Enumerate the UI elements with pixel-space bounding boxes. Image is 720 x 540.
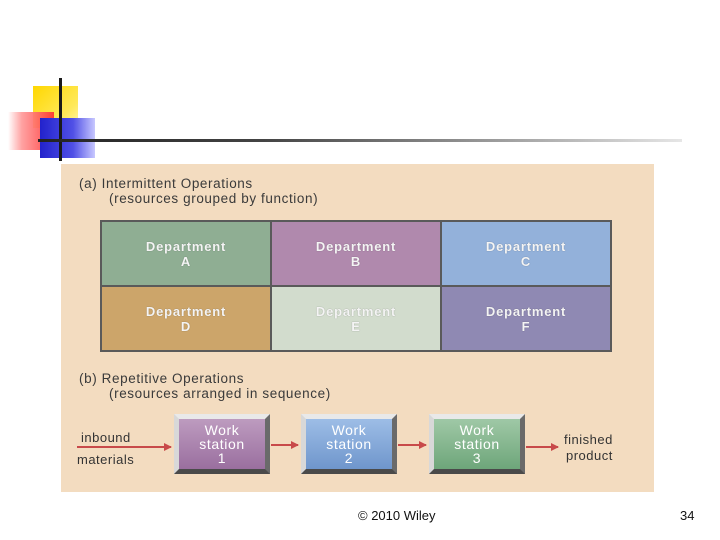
- decor-horizontal-rule: [38, 139, 682, 142]
- section-b-title: (b) Repetitive Operations: [79, 371, 245, 386]
- work-station-2: Work station 2: [301, 414, 397, 474]
- station-number: 2: [344, 450, 354, 466]
- page-number: 34: [680, 508, 695, 523]
- section-b-heading: (b) Repetitive Operations (resources arr…: [79, 371, 331, 401]
- department-grid: Department A Department B Department C D…: [100, 220, 612, 352]
- department-letter: C: [520, 253, 532, 269]
- department-letter: E: [351, 318, 361, 334]
- work-station-1: Work station 1: [174, 414, 270, 474]
- department-label: Department: [315, 238, 397, 254]
- section-a-subtitle: (resources grouped by function): [109, 191, 319, 206]
- department-label: Department: [145, 303, 227, 319]
- inbound-label-top: inbound: [81, 430, 131, 445]
- decor-vertical-line: [59, 78, 62, 161]
- station-word: Work: [459, 422, 495, 438]
- department-a: Department A: [102, 222, 270, 285]
- copyright-text: © 2010 Wiley: [358, 508, 436, 523]
- station-number: 3: [472, 450, 482, 466]
- station-word: Work: [331, 422, 367, 438]
- department-label: Department: [485, 303, 567, 319]
- section-b-subtitle: (resources arranged in sequence): [109, 386, 331, 401]
- station-word: Work: [204, 422, 240, 438]
- inbound-label-bottom: materials: [77, 452, 135, 467]
- department-letter: F: [521, 318, 531, 334]
- decor-blue-square: [40, 118, 95, 158]
- station-word: station: [454, 436, 500, 452]
- flow-arrows: [77, 441, 559, 451]
- operations-figure: (a) Intermittent Operations (resources g…: [61, 164, 654, 492]
- station-number: 1: [217, 450, 227, 466]
- work-station-3: Work station 3: [429, 414, 525, 474]
- department-d: Department D: [102, 287, 270, 350]
- department-label: Department: [485, 238, 567, 254]
- station-word: station: [326, 436, 372, 452]
- department-c: Department C: [442, 222, 610, 285]
- finished-label-top: finished: [564, 432, 613, 447]
- section-a-title: (a) Intermittent Operations: [79, 176, 253, 191]
- department-letter: A: [180, 253, 192, 269]
- department-letter: B: [350, 253, 362, 269]
- department-f: Department F: [442, 287, 610, 350]
- section-a-heading: (a) Intermittent Operations (resources g…: [79, 176, 318, 206]
- department-label: Department: [145, 238, 227, 254]
- department-label: Department: [315, 303, 397, 319]
- department-letter: D: [180, 318, 192, 334]
- finished-label-bottom: product: [566, 448, 613, 463]
- department-e: Department E: [272, 287, 440, 350]
- department-b: Department B: [272, 222, 440, 285]
- station-word: station: [199, 436, 245, 452]
